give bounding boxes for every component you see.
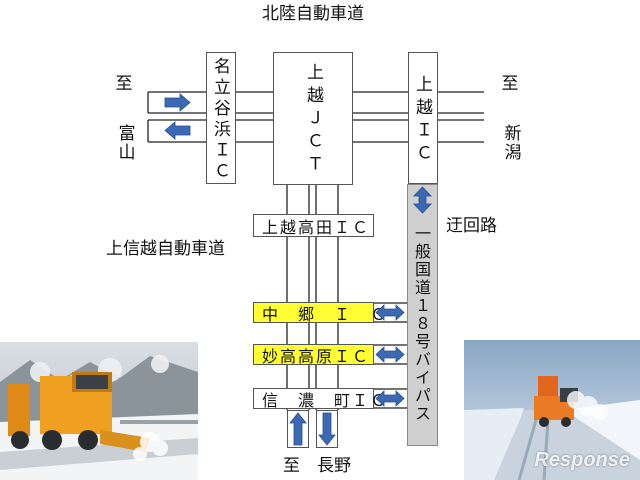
snowblower-image [464, 340, 640, 480]
detour-label: 迂回路 [446, 216, 497, 236]
arrow-right-icon [164, 93, 191, 112]
joetsu-ic-label: 上越ＩＣ [412, 75, 432, 167]
left-right-arrow-icon [375, 390, 405, 407]
route18-bypass-bar: 一般国道１８号バイパス [407, 184, 438, 446]
niigata-name: 新潟 [500, 124, 521, 162]
snowblower-photo-right: Response [464, 340, 640, 480]
niigata-destination: 至 新潟 [500, 74, 521, 163]
toyama-itaru: 至 [115, 74, 133, 94]
nadachi-tanihama-ic-box: 名立谷浜ＩＣ [206, 52, 236, 184]
joetsu-jct-label: 上越ＪＣＴ [303, 63, 323, 178]
snowplow-photo-left [0, 342, 198, 480]
hokuriku-expressway-label: 北陸自動車道 [262, 4, 364, 24]
nadachi-tanihama-ic-label: 名立谷浜ＩＣ [210, 57, 230, 183]
toyama-destination: 至 富山 [114, 74, 135, 163]
toyama-name: 富山 [114, 124, 135, 162]
snowplow-truck-image [0, 342, 198, 480]
joetsu-ic-box: 上越ＩＣ [408, 52, 438, 184]
ic-joetsu-takada: 上越高田ＩＣ [253, 214, 374, 237]
ic-myoko-kogen: 妙高高原ＩＣ [253, 344, 374, 366]
response-watermark: Response [534, 449, 630, 471]
route18-bypass-label: 一般国道１８号バイパス [412, 225, 431, 423]
niigata-itaru: 至 [501, 74, 519, 94]
arrow-up-icon [289, 412, 307, 446]
joshinetsu-expressway-label: 上信越自動車道 [106, 239, 225, 259]
left-right-arrow-icon [375, 346, 405, 363]
ic-shinanomachi: 信 濃 町ＩＣ [253, 388, 386, 410]
ic-nakago: 中 郷 Ｉ Ｃ [253, 302, 386, 324]
arrow-down-icon [318, 412, 336, 446]
joetsu-jct-box: 上越ＪＣＴ [273, 52, 353, 185]
left-right-arrow-icon [375, 304, 405, 321]
nagano-destination: 至 長野 [283, 456, 351, 476]
up-down-arrow-icon [413, 186, 432, 214]
arrow-left-icon [164, 121, 191, 140]
